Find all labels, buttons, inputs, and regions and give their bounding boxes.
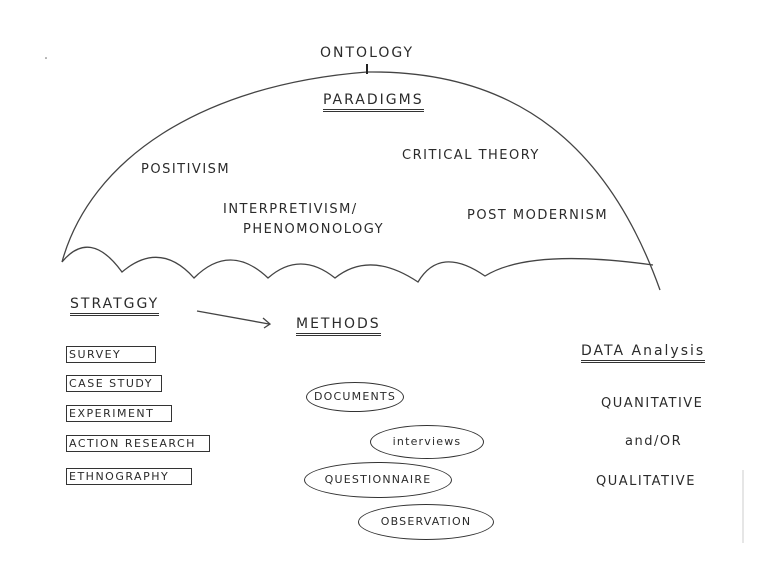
dome-scalloped-edge — [61, 246, 654, 283]
analysis-qualitative: QUALITATIVE — [596, 474, 696, 489]
strategy-item-ethnography: ETHNOGRAPHY — [66, 468, 192, 485]
data-analysis-title: DATA Analysis — [581, 343, 706, 363]
method-documents: DOCUMENTS — [306, 382, 404, 412]
arrowhead — [262, 317, 272, 329]
ontology-label: ONTOLOGY — [320, 45, 415, 61]
paradigm-interpretivism: INTERPRETIVISM/ — [223, 202, 358, 217]
method-observation: OBSERVATION — [358, 504, 494, 540]
paradigm-phenomenology: PHENOMONOLOGY — [243, 222, 385, 237]
strategy-item-case-study: CASE STUDY — [66, 375, 162, 392]
strategy-title: STRATGGY — [70, 296, 160, 316]
method-questionnaire: QUESTIONNAIRE — [304, 462, 452, 498]
strategy-item-experiment: EXPERIMENT — [66, 405, 172, 422]
strategy-to-methods-arrow — [196, 310, 270, 325]
paradigm-post-modernism: POST MODERNISM — [467, 208, 609, 223]
stray-dot — [45, 57, 47, 59]
strategy-item-action-research: ACTION RESEARCH — [66, 435, 210, 452]
paradigm-positivism: POSITIVISM — [141, 162, 231, 177]
methods-title: METHODS — [296, 316, 381, 336]
paradigm-critical-theory: CRITICAL THEORY — [402, 148, 540, 163]
strategy-item-survey: SURVEY — [66, 346, 156, 363]
analysis-quantitative: QUANITATIVE — [601, 396, 704, 411]
analysis-and-or: and/OR — [625, 434, 683, 449]
method-interviews: interviews — [370, 425, 484, 459]
paradigms-title: PARADIGMS — [323, 92, 424, 112]
